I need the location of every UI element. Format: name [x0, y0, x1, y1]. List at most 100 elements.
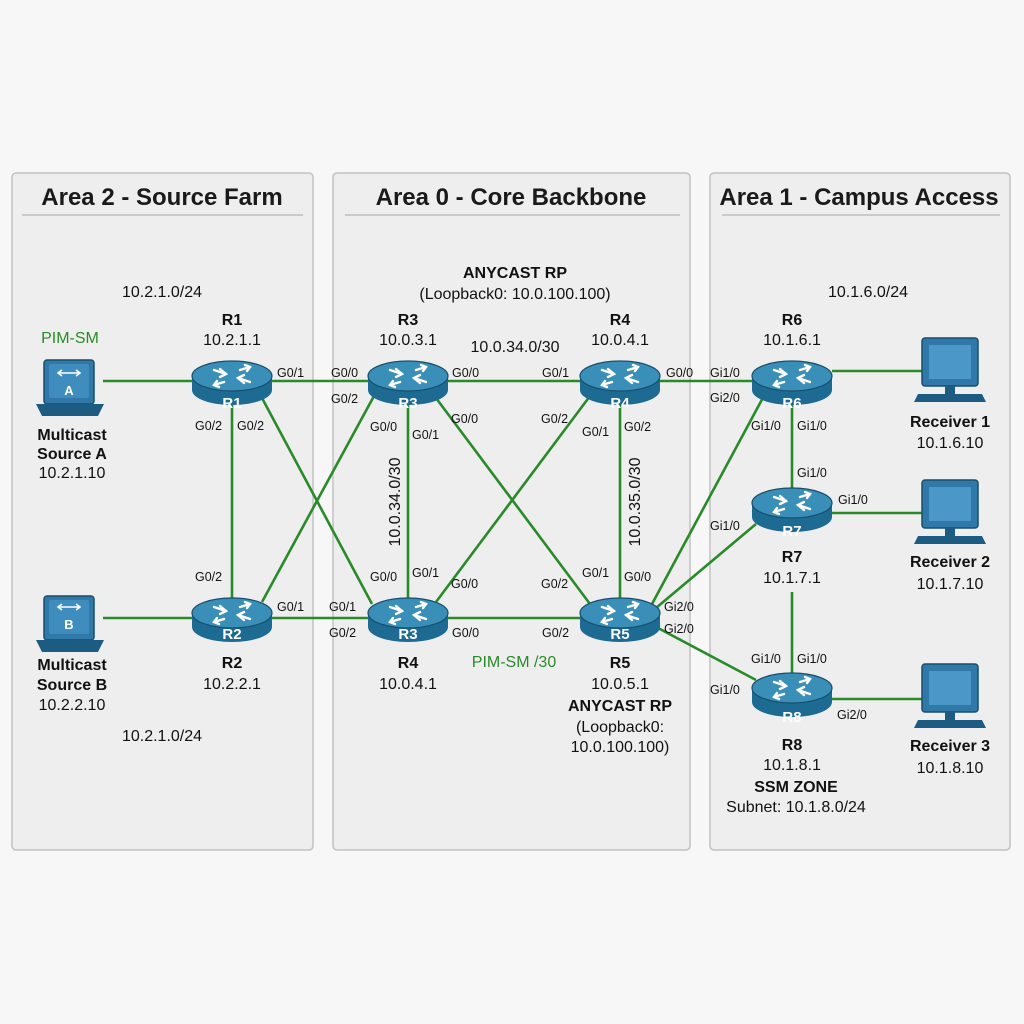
link-r5-r6 [650, 391, 768, 605]
router-r8-ip: 10.1.8.1 [763, 757, 821, 774]
port-label: G0/0 [624, 570, 651, 584]
area-2-box: Area 2 - Source Farm [11, 172, 314, 851]
vertical-subnet-right: 10.0.35.0/30 [627, 457, 644, 546]
area-0-title: Area 0 - Core Backbone [376, 184, 647, 211]
vertical-subnet-left: 10.0.34.0/30 [387, 457, 404, 546]
port-label: G0/1 [582, 425, 609, 439]
port-label: G0/2 [624, 420, 651, 434]
router-r8[interactable]: R8 R8 10.1.8.1 [750, 671, 834, 774]
port-label: G0/1 [277, 600, 304, 614]
router-r5-ip: 10.0.5.1 [591, 676, 649, 693]
source-a-line2: Source A [37, 446, 107, 463]
port-label: Gi2/0 [664, 622, 694, 636]
port-label: Gi2/0 [710, 391, 740, 405]
router-r3-name: R3 [398, 312, 419, 329]
port-label: Gi1/0 [797, 652, 827, 666]
subnet-area1: 10.1.6.0/24 [828, 284, 908, 301]
port-label: G0/0 [452, 626, 479, 640]
area-1-title: Area 1 - Campus Access [719, 184, 998, 211]
router-r5-name: R5 [610, 655, 631, 672]
subnet-area2-bottom: 10.2.1.0/24 [122, 728, 202, 745]
link-r2-r3 [260, 395, 376, 603]
router-r6-name: R6 [782, 312, 803, 329]
port-label: G0/2 [195, 570, 222, 584]
port-labels: G0/1 G0/2 G0/2 G0/0 G0/2 G0/0 G0/0 G0/1 … [195, 366, 868, 722]
receiver-3-name: Receiver 3 [910, 738, 990, 755]
anycast-rp-top-title: ANYCAST RP [463, 265, 567, 282]
receiver-2[interactable]: Receiver 2 10.1.7.10 [910, 479, 990, 593]
port-label: G0/0 [331, 366, 358, 380]
link-r5-r8 [657, 626, 757, 682]
computer-monitor-icon [914, 663, 986, 728]
router-r2[interactable]: R2 R2 10.2.2.1 [190, 596, 274, 693]
source-b-letter: B [64, 617, 73, 632]
anycast-rp-bottom-line3: 10.0.100.100) [571, 739, 670, 756]
annotations: PIM-SM 10.2.1.0/24 10.2.1.0/24 ANYCAST R… [41, 265, 908, 816]
port-label: G0/1 [329, 600, 356, 614]
port-label: G0/2 [542, 626, 569, 640]
source-b-line1: Multicast [37, 657, 107, 674]
router-r1-icon-label: R1 [222, 395, 241, 412]
receiver-1[interactable]: Receiver 1 10.1.6.10 [910, 337, 990, 452]
multicast-source-icon [36, 359, 104, 416]
port-label: Gi1/0 [751, 652, 781, 666]
port-label: G0/0 [666, 366, 693, 380]
router-r1-name: R1 [222, 312, 243, 329]
port-label: G0/2 [331, 392, 358, 406]
link-r3-r4-subnet: 10.0.34.0/30 [471, 339, 560, 356]
port-label: G0/2 [541, 577, 568, 591]
area-0-box: Area 0 - Core Backbone [332, 172, 691, 851]
port-label: Gi1/0 [710, 519, 740, 533]
pim-sm-30-label: PIM-SM /30 [472, 654, 557, 671]
port-label: Gi2/0 [664, 600, 694, 614]
port-label: G0/2 [541, 412, 568, 426]
router-r3[interactable]: R3 R3 10.0.3.1 [366, 312, 450, 412]
router-r5-icon-label: R5 [610, 626, 629, 643]
multicast-source-icon [36, 595, 104, 652]
router-r5[interactable]: R5 R5 10.0.5.1 [578, 596, 662, 693]
port-label: Gi1/0 [797, 466, 827, 480]
source-a-line1: Multicast [37, 427, 107, 444]
receiver-3[interactable]: Receiver 3 10.1.8.10 [910, 663, 990, 777]
pim-sm-label: PIM-SM [41, 330, 99, 347]
source-b-ip: 10.2.2.10 [39, 697, 106, 714]
router-r3b[interactable]: R3 R4 10.0.4.1 [366, 596, 450, 693]
router-r4[interactable]: R4 R4 10.0.4.1 [578, 312, 662, 412]
router-r2-icon-label: R2 [222, 626, 241, 643]
router-r3-ip: 10.0.3.1 [379, 332, 437, 349]
source-a-ip: 10.2.1.10 [39, 465, 106, 482]
multicast-source-b[interactable]: B Multicast Source B 10.2.2.10 [36, 595, 107, 714]
port-label: G0/1 [412, 428, 439, 442]
router-r8-name: R8 [782, 737, 803, 754]
router-r2-name: R2 [222, 655, 243, 672]
router-r6-icon-label: R6 [782, 395, 801, 412]
router-r4-icon-label: R4 [610, 395, 630, 412]
router-r3-icon-label: R3 [398, 395, 417, 412]
router-r6-ip: 10.1.6.1 [763, 332, 821, 349]
multicast-source-a[interactable]: A Multicast Source A 10.2.1.10 [36, 359, 107, 482]
port-label: G0/2 [237, 419, 264, 433]
router-r2-ip: 10.2.2.1 [203, 676, 261, 693]
router-r6[interactable]: R6 R6 10.1.6.1 [750, 312, 834, 412]
port-label: G0/0 [452, 366, 479, 380]
port-label: Gi1/0 [838, 493, 868, 507]
port-label: G0/1 [582, 566, 609, 580]
port-label: G0/1 [412, 566, 439, 580]
port-label: Gi1/0 [710, 366, 740, 380]
port-label: G0/0 [370, 570, 397, 584]
port-label: G0/2 [329, 626, 356, 640]
link-r5-r7 [655, 523, 757, 609]
anycast-rp-top-detail: (Loopback0: 10.0.100.100) [419, 286, 610, 303]
port-label: Gi1/0 [751, 419, 781, 433]
router-r1[interactable]: R1 R1 10.2.1.1 [190, 312, 274, 412]
router-r3b-ip: 10.0.4.1 [379, 676, 437, 693]
port-label: G0/1 [277, 366, 304, 380]
links [103, 369, 922, 701]
router-r7[interactable]: R7 R7 10.1.7.1 [750, 486, 834, 587]
anycast-rp-bottom-title: ANYCAST RP [568, 698, 672, 715]
router-r7-name: R7 [782, 549, 803, 566]
subnet-area2-top: 10.2.1.0/24 [122, 284, 202, 301]
ssm-subnet-label: Subnet: 10.1.8.0/24 [726, 799, 866, 816]
anycast-rp-bottom-line2: (Loopback0: [576, 719, 664, 736]
